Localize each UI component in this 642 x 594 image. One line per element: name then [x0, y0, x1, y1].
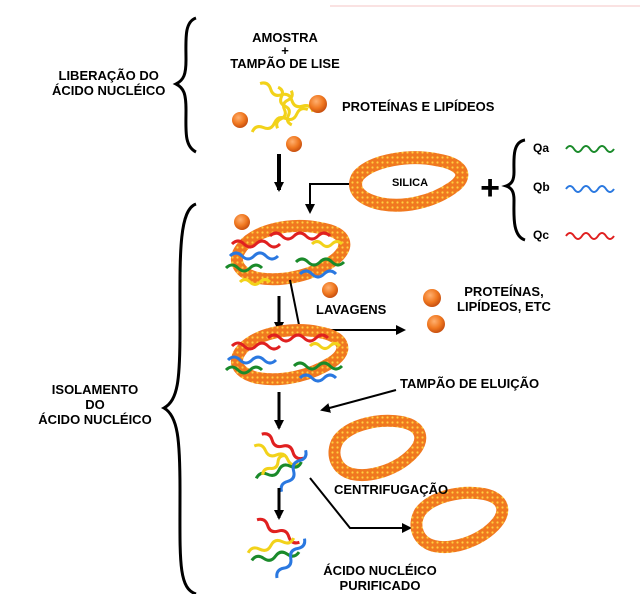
silica-ring-released	[328, 414, 427, 481]
protein-ball	[232, 112, 248, 128]
sample-line3: TAMPÃO DE LISE	[230, 56, 340, 71]
elution-arrow	[320, 389, 397, 413]
probe-wave-qa	[565, 145, 615, 153]
silica-ring-final	[410, 486, 509, 553]
free-strands-1	[253, 432, 308, 493]
lysis-strands	[250, 81, 315, 133]
centrifugation-label: CENTRIFUGAÇÃO	[334, 482, 449, 497]
probe-qb-label: Qb	[533, 180, 550, 194]
silica-bound-1	[224, 220, 351, 286]
elution-label: TAMPÃO DE ELUIÇÃO	[400, 376, 540, 391]
silica-arrow	[305, 183, 356, 214]
proteins-lipids-label: PROTEÍNAS E LIPÍDEOS	[342, 99, 495, 114]
centrifuge-arrow	[309, 477, 412, 533]
sample-label: AMOSTRA + TAMPÃO DE LISE	[210, 30, 360, 71]
purified-line2: PURIFICADO	[339, 578, 421, 593]
purified-line1: ÁCIDO NUCLÉICO	[323, 563, 437, 578]
isolation-line3: ÁCIDO NUCLÉICO	[38, 412, 152, 427]
protein-ball	[423, 289, 441, 307]
silica-ring	[349, 151, 469, 212]
liberation-brace	[172, 16, 197, 154]
isolation-label: ISOLAMENTO DO ÁCIDO NUCLÉICO	[30, 382, 160, 427]
sample-line1: AMOSTRA	[252, 30, 318, 45]
silica-bound-2	[224, 324, 349, 386]
free-strands-2	[246, 517, 307, 579]
protein-ball	[309, 95, 327, 113]
probe-qa-label: Qa	[533, 141, 550, 155]
washes-label: LAVAGENS	[316, 302, 387, 317]
protein-ball	[322, 282, 338, 298]
probe-qc-label: Qc	[533, 228, 550, 242]
isolation-brace	[160, 202, 197, 594]
probe-wave-qc	[565, 232, 615, 240]
purified-label: ÁCIDO NUCLÉICO PURIFICADO	[310, 563, 450, 593]
sample-line2: +	[281, 43, 289, 58]
removed-line1: PROTEÍNAS,	[464, 284, 544, 299]
protein-ball	[234, 214, 250, 230]
isolation-line2: DO	[85, 397, 105, 412]
liberation-line1: LIBERAÇÃO DO	[58, 68, 159, 83]
protein-ball	[427, 315, 445, 333]
isolation-line1: ISOLAMENTO	[51, 382, 139, 397]
plus-sign: +	[480, 169, 500, 207]
silica-label: SILICA	[391, 177, 429, 189]
protein-ball	[286, 136, 302, 152]
liberation-line2: ÁCIDO NUCLÉICO	[52, 83, 166, 98]
removed-line2: LIPÍDEOS, ETC	[457, 299, 551, 314]
removed-label: PROTEÍNAS, LIPÍDEOS, ETC	[444, 284, 564, 314]
probe-wave-qb	[565, 185, 615, 193]
probe-brace	[501, 138, 526, 242]
liberation-label: LIBERAÇÃO DO ÁCIDO NUCLÉICO	[52, 68, 165, 98]
